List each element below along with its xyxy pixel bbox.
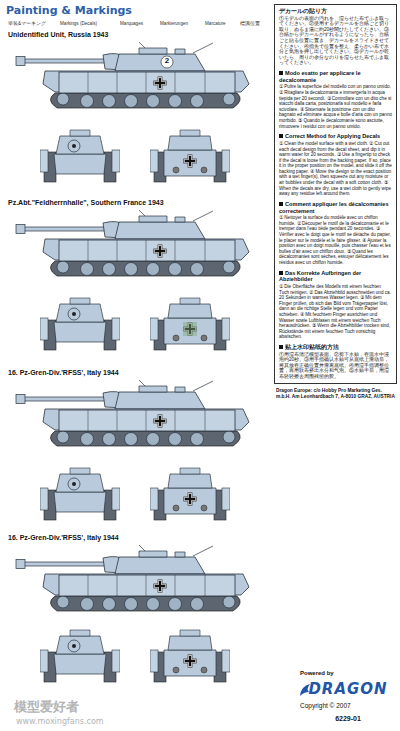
section-heading-row: Das Korrekte Aufbringen der Abziehbilder xyxy=(279,270,392,283)
vehicle-rear-view xyxy=(150,124,230,186)
column-heading: Marcature xyxy=(205,21,239,26)
section-heading: 贴上水印贴纸的方法 xyxy=(285,344,339,350)
bullet-square xyxy=(279,345,283,349)
subtitle: 塗装&マーキング xyxy=(8,21,58,26)
vehicle-side-view xyxy=(15,378,255,450)
section-body: ①モデルの表面の汚れを、湿らせた布でふき取ってください。②使用するデカールを台紙… xyxy=(279,16,392,66)
logo-text: DRAGON xyxy=(300,680,396,698)
column-heading: 標識位置 xyxy=(240,21,270,26)
section-heading: Das Korrekte Aufbringen der Abziehbilder xyxy=(279,270,361,283)
vehicle-side-view xyxy=(15,543,255,615)
vehicle-rear-view xyxy=(150,462,230,524)
column-heading: Markierungen xyxy=(160,21,204,26)
vehicle-front-view xyxy=(40,292,120,354)
section-heading: Comment appliquer les décalcomanies corr… xyxy=(279,201,389,214)
column-heading: Markings (Decals) xyxy=(60,21,118,26)
instruction-section: Das Korrekte Aufbringen der Abziehbilder… xyxy=(279,270,392,340)
bullet-square xyxy=(279,134,283,138)
vehicle-front-view xyxy=(40,624,120,686)
instruction-section: Modo esatto per applicare le decalcomani… xyxy=(279,70,392,129)
section-body: ① Die Oberfläche des Modells mit einem f… xyxy=(279,284,392,340)
section-heading: Correct Method for Applying Decals xyxy=(285,133,380,139)
vehicle-side-view xyxy=(15,208,255,280)
watermark: www.moxingfans.com xyxy=(16,717,156,726)
vehicle-rear-view xyxy=(150,292,230,354)
section-heading-row: Comment appliquer les décalcomanies corr… xyxy=(279,201,392,214)
vehicle-front-view xyxy=(40,124,120,186)
scheme-caption: Pz.Abt."Feldherrnhalle", Southern France… xyxy=(8,199,268,207)
section-body: ① Pulire la superficie del modello con u… xyxy=(279,84,392,129)
powered-by: Powered by xyxy=(300,670,390,677)
instruction-section: Correct Method for Applying Decals ① Clea… xyxy=(279,133,392,197)
scheme-caption: 16. Pz-Gren-Div.'RFSS', Italy 1944 xyxy=(8,369,268,377)
instruction-panel: デカールの貼り方①モデルの表面の汚れを、湿らせた布でふき取ってください。②使用す… xyxy=(274,4,397,384)
sheet-title: Painting & Markings xyxy=(6,5,132,18)
kit-number: 6229-01 xyxy=(300,715,396,723)
vehicle-rear-view xyxy=(150,624,230,686)
section-body: ①用湿布清洁模型表面。②剪下水贴，在温水中浸泡约20秒。③用手指确认水贴可从底纸… xyxy=(279,352,392,380)
section-heading: デカールの貼り方 xyxy=(279,8,392,15)
instruction-section: 贴上水印贴纸的方法 ①用湿布清洁模型表面。②剪下水贴，在温水中浸泡约20秒。③用手… xyxy=(279,344,392,380)
instruction-section: Comment appliquer les décalcomanies corr… xyxy=(279,201,392,266)
bullet-square xyxy=(279,71,283,75)
bullet-square xyxy=(279,202,283,206)
distributor-address: Dragon Europe: c/o Hobby Pro Marketing G… xyxy=(276,388,397,399)
brand-logo: DRAGON xyxy=(300,680,396,698)
section-body: ① Clean the model surface with a wet clo… xyxy=(279,141,392,197)
vehicle-front-view xyxy=(40,462,120,524)
vehicle-side-view xyxy=(15,40,255,112)
scheme-caption: Unidentified Unit, Russia 1943 xyxy=(8,31,268,39)
bullet-square xyxy=(279,271,283,275)
section-heading-row: Correct Method for Applying Decals xyxy=(279,133,392,140)
section-heading-row: 贴上水印贴纸的方法 xyxy=(279,344,392,351)
column-heading: Marquages xyxy=(120,21,158,26)
section-heading-row: Modo esatto per applicare le decalcomani… xyxy=(279,70,392,83)
watermark: 模型爱好者 xyxy=(14,700,134,715)
section-body: ① Nettoyer la surface du modèle avec un … xyxy=(279,215,392,265)
copyright: Copyright © 2007 xyxy=(300,702,396,709)
section-heading: Modo esatto per applicare le decalcomani… xyxy=(279,70,361,83)
turret-number: 2 xyxy=(162,56,172,65)
scheme-caption: 16. Pz-Gren-Div.'RFSS', Italy 1944 xyxy=(8,534,268,542)
